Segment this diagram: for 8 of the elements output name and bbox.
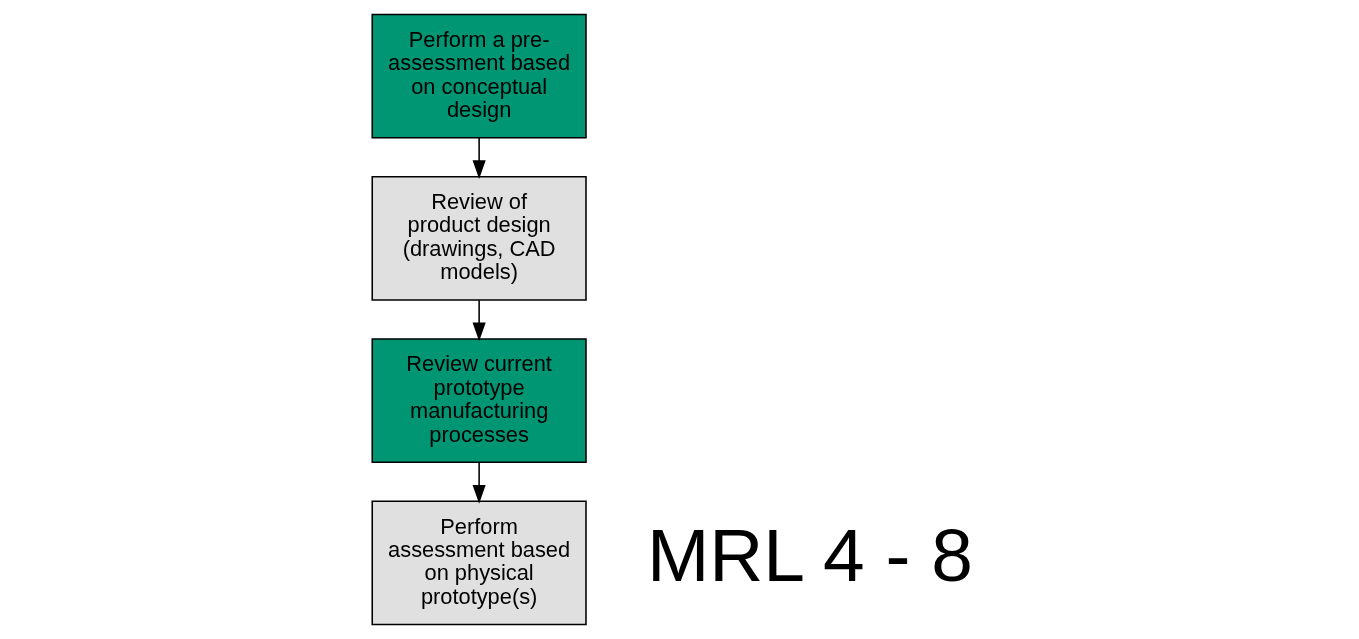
arrow bbox=[472, 137, 486, 180]
node-box: Review current prototype manufacturing processes bbox=[370, 338, 587, 464]
arrow bbox=[472, 299, 486, 342]
node-box: Perform assessment based on physical prototype(s) bbox=[370, 500, 587, 626]
label: MRL 4 - 8 bbox=[646, 513, 973, 598]
arrow bbox=[472, 461, 486, 504]
node-box: Review of product design (drawings, CAD models) bbox=[370, 175, 587, 301]
node-box: Perform a pre-assessment based on conceptual design bbox=[370, 13, 587, 139]
